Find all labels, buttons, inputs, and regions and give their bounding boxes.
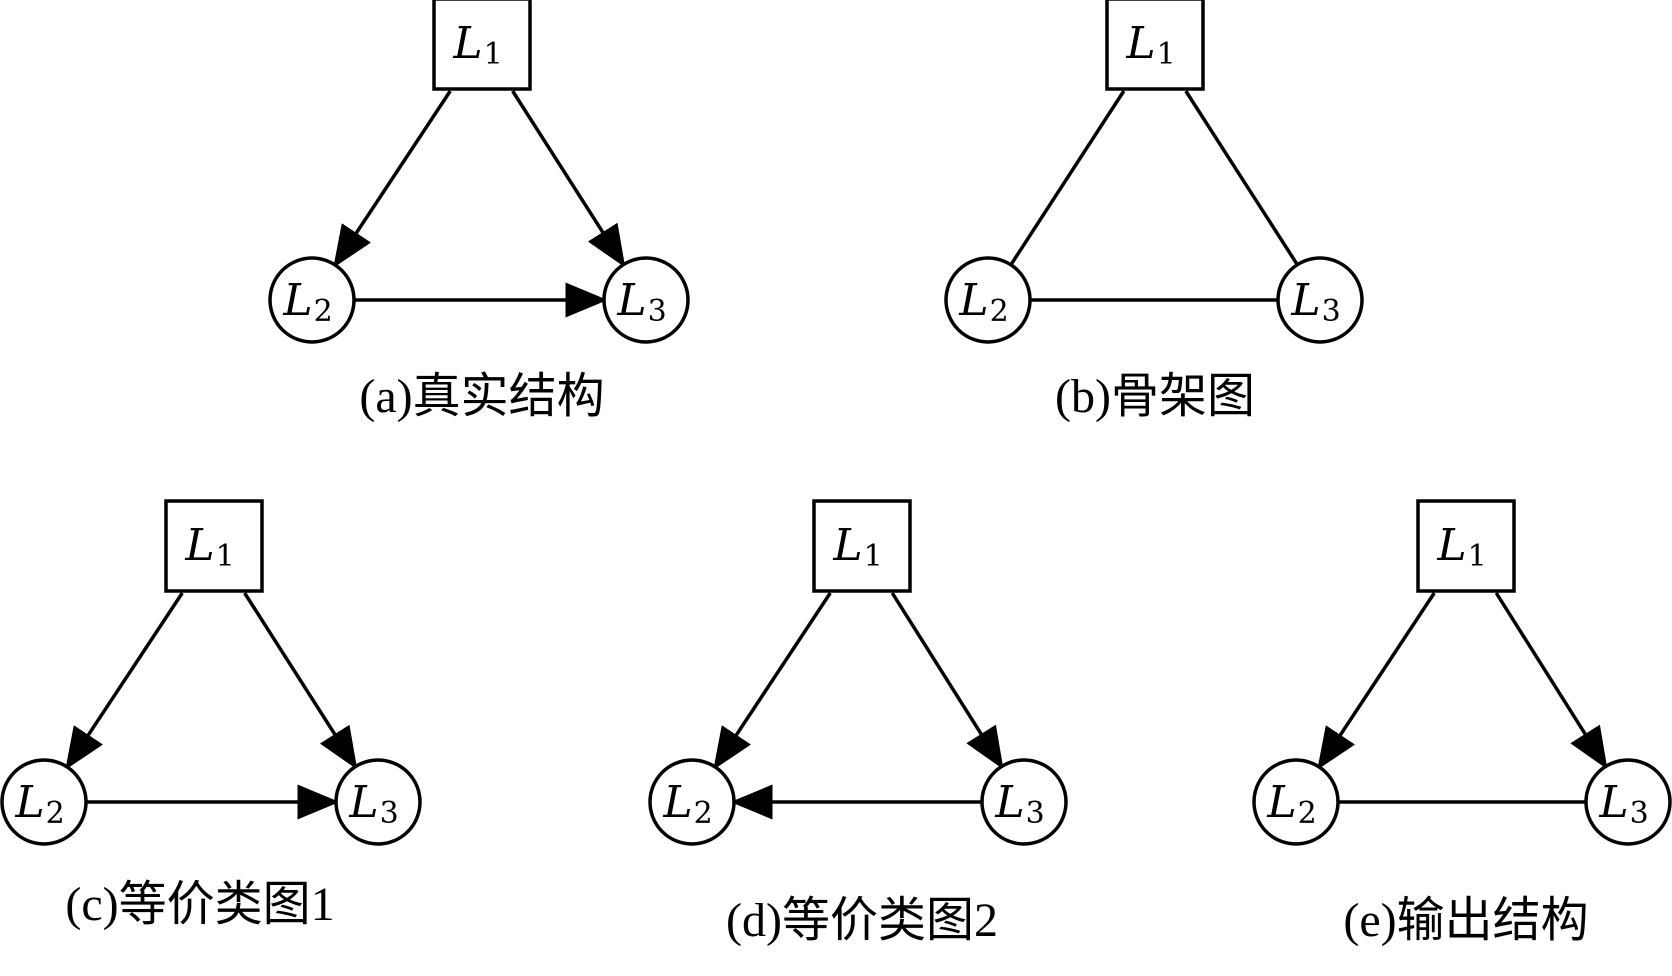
node-circle-shape: [1276, 256, 1364, 344]
directed-edge-l1-l3: [511, 90, 626, 268]
node-l2: L2: [944, 256, 1032, 344]
panel-caption: (e)输出结构: [1343, 894, 1588, 947]
node-l1: L1: [164, 499, 264, 593]
node-l2: L2: [1252, 758, 1340, 846]
panel-caption: (b)骨架图: [1055, 370, 1255, 423]
node-label-subscript: 3: [380, 796, 399, 831]
node-circle-shape: [0, 758, 88, 846]
node-label: L3: [994, 777, 1044, 831]
node-label: L1: [832, 520, 882, 574]
panel-caption: (d)等价类图2: [726, 894, 998, 947]
directed-edge-l1-l3: [243, 592, 358, 770]
node-l2: L2: [0, 758, 88, 846]
node-square-shape: [812, 499, 912, 593]
node-label-subscript: 3: [1630, 796, 1649, 831]
node-label-subscript: 3: [648, 294, 667, 329]
node-circle-shape: [980, 758, 1068, 846]
node-label-letter: L: [14, 777, 44, 828]
node-label-letter: L: [184, 520, 214, 571]
node-label-subscript: 2: [46, 796, 65, 831]
node-label: L1: [1125, 18, 1175, 72]
node-label: L1: [184, 520, 234, 574]
node-label-letter: L: [662, 777, 692, 828]
node-l1: L1: [1416, 499, 1516, 593]
node-circle-shape: [944, 256, 1032, 344]
directed-edge-l1-l3: [1494, 592, 1608, 770]
node-square-shape: [1416, 499, 1516, 593]
node-l1: L1: [812, 499, 912, 593]
node-square-shape: [432, 0, 532, 91]
node-label-letter: L: [452, 18, 482, 69]
panel-caption: (c)等价类图1: [65, 878, 334, 931]
node-label-subscript: 1: [216, 539, 235, 574]
node-circle-shape: [334, 758, 422, 846]
node-label-subscript: 2: [694, 796, 713, 831]
node-label: L2: [958, 275, 1008, 329]
node-label-subscript: 3: [1322, 294, 1341, 329]
node-square-shape: [1105, 0, 1205, 91]
undirected-edge-l1-l2: [1009, 90, 1126, 266]
node-l3: L3: [602, 256, 690, 344]
node-label-subscript: 2: [990, 294, 1009, 329]
node-label-letter: L: [1598, 777, 1628, 828]
directed-edge-l1-l2: [1317, 592, 1436, 770]
node-label-subscript: 1: [1157, 37, 1176, 72]
node-label: L2: [1266, 777, 1316, 831]
node-circle-shape: [1252, 758, 1340, 846]
node-label-subscript: 1: [864, 539, 883, 574]
node-l1: L1: [432, 0, 532, 91]
node-circle-shape: [268, 256, 356, 344]
undirected-edge-l1-l3: [1184, 90, 1299, 266]
node-label: L2: [282, 275, 332, 329]
node-label-letter: L: [1436, 520, 1466, 571]
node-label-subscript: 1: [484, 37, 503, 72]
node-circle-shape: [602, 256, 690, 344]
directed-edge-l1-l2: [333, 90, 452, 268]
node-label-letter: L: [994, 777, 1024, 828]
node-square-shape: [164, 499, 264, 593]
node-label-letter: L: [832, 520, 862, 571]
node-label: L1: [452, 18, 502, 72]
directed-edge-l1-l2: [65, 592, 184, 770]
node-label: L3: [348, 777, 398, 831]
node-label-letter: L: [1290, 275, 1320, 326]
node-label-letter: L: [958, 275, 988, 326]
node-label: L2: [662, 777, 712, 831]
node-label: L2: [14, 777, 64, 831]
node-label-subscript: 2: [314, 294, 333, 329]
node-label-subscript: 2: [1298, 796, 1317, 831]
node-label: L3: [1290, 275, 1340, 329]
panel-caption: (a)真实结构: [359, 370, 604, 423]
node-label-letter: L: [1125, 18, 1155, 69]
node-label: L3: [1598, 777, 1648, 831]
node-l1: L1: [1105, 0, 1205, 91]
node-label-letter: L: [348, 777, 378, 828]
node-l3: L3: [1584, 758, 1672, 846]
node-label-letter: L: [616, 275, 646, 326]
node-label: L3: [616, 275, 666, 329]
node-label-letter: L: [282, 275, 312, 326]
node-l2: L2: [268, 256, 356, 344]
node-label-subscript: 1: [1468, 539, 1487, 574]
node-label-subscript: 3: [1026, 796, 1045, 831]
node-label: L1: [1436, 520, 1486, 574]
node-circle-shape: [1584, 758, 1672, 846]
node-l3: L3: [334, 758, 422, 846]
node-label-letter: L: [1266, 777, 1296, 828]
node-l3: L3: [980, 758, 1068, 846]
directed-edge-l1-l3: [890, 592, 1004, 770]
node-l3: L3: [1276, 256, 1364, 344]
directed-edge-l1-l2: [713, 592, 832, 770]
node-l2: L2: [648, 758, 736, 846]
node-circle-shape: [648, 758, 736, 846]
